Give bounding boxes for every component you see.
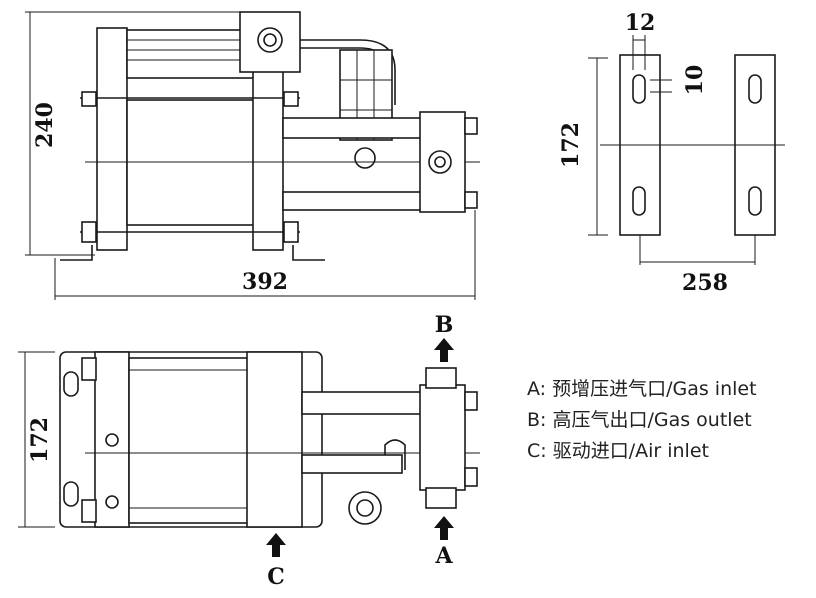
dim-slot-height: 10 bbox=[682, 65, 708, 96]
legend-item-b: B: 高压气出口/Gas outlet bbox=[527, 409, 752, 431]
bracket-view: 172 12 10 258 bbox=[558, 10, 785, 296]
front-view: 240 392 bbox=[25, 11, 480, 300]
dim-bracket-spacing: 258 bbox=[682, 270, 728, 296]
legend-item-c: C: 驱动进口/Air inlet bbox=[527, 440, 709, 462]
port-label-b: B bbox=[435, 312, 454, 338]
port-label-c: C bbox=[267, 564, 285, 590]
top-view: B A C 172 bbox=[18, 312, 480, 590]
port-legend: A: 预增压进气口/Gas inlet B: 高压气出口/Gas outlet … bbox=[527, 374, 757, 467]
dim-top-height: 172 bbox=[27, 417, 53, 463]
dim-bracket-height: 172 bbox=[558, 122, 584, 168]
dim-front-width: 392 bbox=[242, 269, 288, 295]
port-label-a: A bbox=[434, 543, 453, 569]
port-b-arrow-icon bbox=[434, 338, 454, 362]
dim-slot-width: 12 bbox=[625, 10, 656, 36]
port-c-arrow-icon bbox=[266, 533, 286, 557]
legend-item-a: A: 预增压进气口/Gas inlet bbox=[527, 378, 757, 400]
port-a-arrow-icon bbox=[434, 516, 454, 540]
dim-front-height: 240 bbox=[32, 102, 58, 148]
